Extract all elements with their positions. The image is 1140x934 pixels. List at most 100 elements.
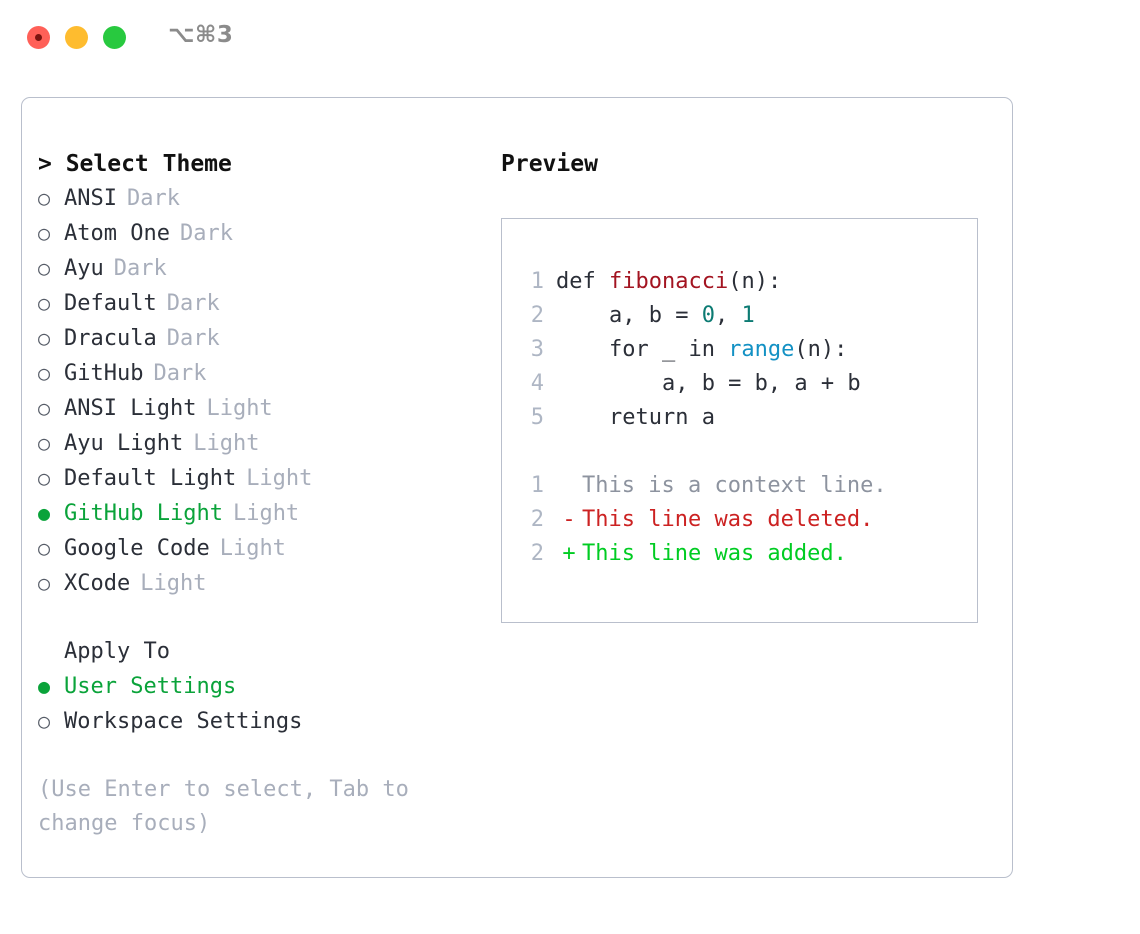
list-spacer <box>38 601 488 635</box>
theme-option[interactable]: ○ Atom One Dark <box>38 216 488 251</box>
code-token-plain: for _ in <box>556 337 729 362</box>
code-token-num: 0 <box>701 303 715 328</box>
theme-picker-header: > Select Theme <box>38 151 232 177</box>
line-number: 5 <box>530 405 544 430</box>
theme-option-tag: Dark <box>153 361 207 386</box>
code-token-plain: return a <box>556 405 715 430</box>
apply-to-option[interactable]: ○Workspace Settings <box>38 704 488 739</box>
zoom-button[interactable] <box>103 26 126 49</box>
diff-line-text: This is a context line. <box>582 473 887 498</box>
preview-label: Preview <box>501 151 598 177</box>
radio-unselected-icon: ○ <box>38 571 51 595</box>
theme-option-tag: Dark <box>126 186 180 211</box>
apply-to-title: Apply To <box>64 639 170 664</box>
radio-unselected-icon: ○ <box>38 466 51 490</box>
minimize-button[interactable] <box>65 26 88 49</box>
theme-option-tag: Dark <box>166 291 220 316</box>
diff-line-text: This line was deleted. <box>582 507 874 532</box>
code-line-content: a, b = 0, 1 <box>556 299 755 333</box>
theme-option[interactable]: ● GitHub Light Light <box>38 496 488 531</box>
theme-option-name: GitHub Light <box>64 501 223 526</box>
radio-unselected-icon: ○ <box>38 361 51 385</box>
diff-sample: 1 This is a context line. 2-This line was… <box>518 469 887 571</box>
code-line-content: def fibonacci(n): <box>556 265 781 299</box>
theme-option-name: Default Light <box>64 466 237 491</box>
keyboard-hint: (Use Enter to select, Tab to change focu… <box>38 777 409 836</box>
radio-unselected-icon: ○ <box>38 709 51 733</box>
code-token-plain: def <box>556 269 609 294</box>
theme-option-tag: Light <box>246 466 313 491</box>
diff-line: 2+This line was added. <box>518 537 887 571</box>
radio-selected-icon: ● <box>38 674 51 698</box>
diff-marker: + <box>562 541 576 566</box>
line-number: 3 <box>530 337 544 362</box>
theme-option-name: Default <box>64 291 157 316</box>
close-button[interactable] <box>27 26 50 49</box>
theme-option-name: ANSI Light <box>64 396 197 421</box>
radio-unselected-icon: ○ <box>38 291 51 315</box>
apply-to-option-label: User Settings <box>64 674 237 699</box>
diff-marker: - <box>562 507 576 532</box>
code-token-builtin: range <box>728 337 795 362</box>
diff-marker <box>556 469 582 503</box>
code-line: 3 for _ in range(n): <box>518 333 861 367</box>
theme-option-tag: Light <box>140 571 207 596</box>
code-token-plain: a, b = <box>556 303 702 328</box>
line-number: 1 <box>530 269 544 294</box>
theme-option-tag: Light <box>193 431 260 456</box>
theme-option-name: Dracula <box>64 326 157 351</box>
line-number: 4 <box>530 371 544 396</box>
radio-unselected-icon: ○ <box>38 431 51 455</box>
code-token-plain: a, b = b, a + b <box>556 371 861 396</box>
code-token-plain: (n): <box>794 337 848 362</box>
code-line-content: for _ in range(n): <box>556 333 847 367</box>
theme-option[interactable]: ○ GitHub Dark <box>38 356 488 391</box>
theme-option[interactable]: ○ Default Light Light <box>38 461 488 496</box>
title-bar: ⌥⌘3 <box>0 0 1140 76</box>
line-number: 2 <box>530 303 544 328</box>
theme-option[interactable]: ○ Default Dark <box>38 286 488 321</box>
code-token-plain: , <box>714 303 742 328</box>
theme-option-name: Atom One <box>64 221 170 246</box>
window-title: ⌥⌘3 <box>168 22 234 48</box>
line-number: 2 <box>530 541 544 566</box>
theme-option-tag: Dark <box>179 221 233 246</box>
theme-option-tag: Light <box>232 501 300 526</box>
code-line: 1 def fibonacci(n): <box>518 265 861 299</box>
radio-unselected-icon: ○ <box>38 221 51 245</box>
diff-line: 1 This is a context line. <box>518 469 887 503</box>
radio-selected-icon: ● <box>38 501 51 525</box>
code-token-fn: fibonacci <box>608 269 729 294</box>
theme-option-tag: Light <box>219 536 286 561</box>
code-line-content: a, b = b, a + b <box>556 367 861 401</box>
theme-option-tag: Dark <box>113 256 167 281</box>
traffic-lights <box>27 26 126 49</box>
line-number: 2 <box>530 507 544 532</box>
theme-option[interactable]: ○ Ayu Light Light <box>38 426 488 461</box>
code-line: 2 a, b = 0, 1 <box>518 299 861 333</box>
theme-option-name: Ayu Light <box>64 431 184 456</box>
apply-to-option[interactable]: ● User Settings <box>38 669 488 704</box>
theme-option-name: Google Code <box>64 536 210 561</box>
code-line-content: return a <box>556 401 715 435</box>
theme-option-tag: Dark <box>166 326 220 351</box>
radio-unselected-icon: ○ <box>38 256 51 280</box>
code-token-plain: (n): <box>728 269 782 294</box>
code-line: 5 return a <box>518 401 861 435</box>
theme-option-name: ANSI <box>64 186 117 211</box>
code-token-num: 1 <box>741 303 755 328</box>
theme-option-name: GitHub <box>64 361 144 386</box>
